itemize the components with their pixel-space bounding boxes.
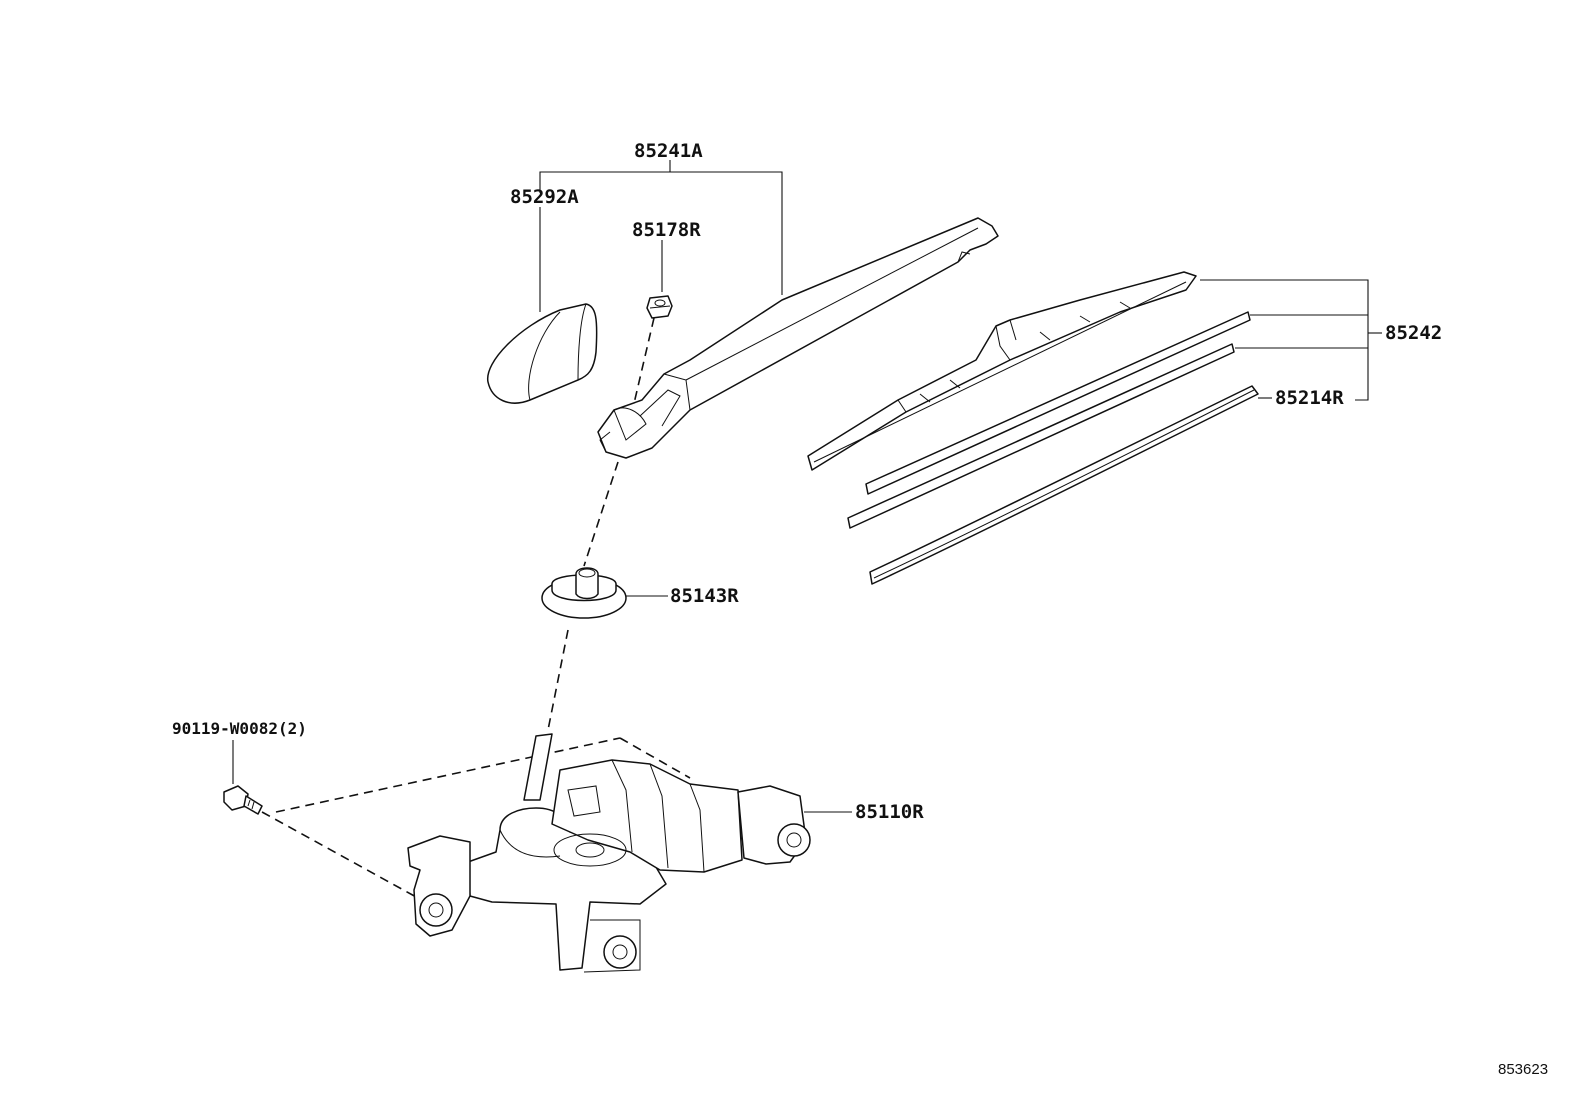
assembly-dashed-lines xyxy=(261,317,691,899)
leader-85242 xyxy=(1200,279,1382,401)
label-85292a: 85292A xyxy=(510,186,579,208)
blade-rubber-strips xyxy=(847,311,1259,585)
part-labels: 85241A 85292A 85178R 85242 85214R 85143R… xyxy=(172,140,1442,823)
label-85242: 85242 xyxy=(1385,322,1442,344)
label-90119: 90119-W0082(2) xyxy=(172,719,307,738)
arm-cap-drawing xyxy=(487,303,598,404)
wiper-blade-drawing xyxy=(807,271,1197,471)
label-85178r: 85178R xyxy=(632,219,701,241)
label-85110r: 85110R xyxy=(855,801,924,823)
nut-drawing xyxy=(646,295,673,319)
diagram-reference-number: 853623 xyxy=(1498,1061,1548,1078)
wiper-motor-drawing xyxy=(407,733,811,973)
pivot-cap-drawing xyxy=(541,567,627,619)
label-85143r: 85143R xyxy=(670,585,739,607)
leader-85241a xyxy=(539,160,783,295)
wiper-arm-drawing xyxy=(597,217,999,459)
bolt-drawing xyxy=(223,785,263,815)
label-85241a: 85241A xyxy=(634,140,703,162)
label-85214r: 85214R xyxy=(1275,387,1344,409)
